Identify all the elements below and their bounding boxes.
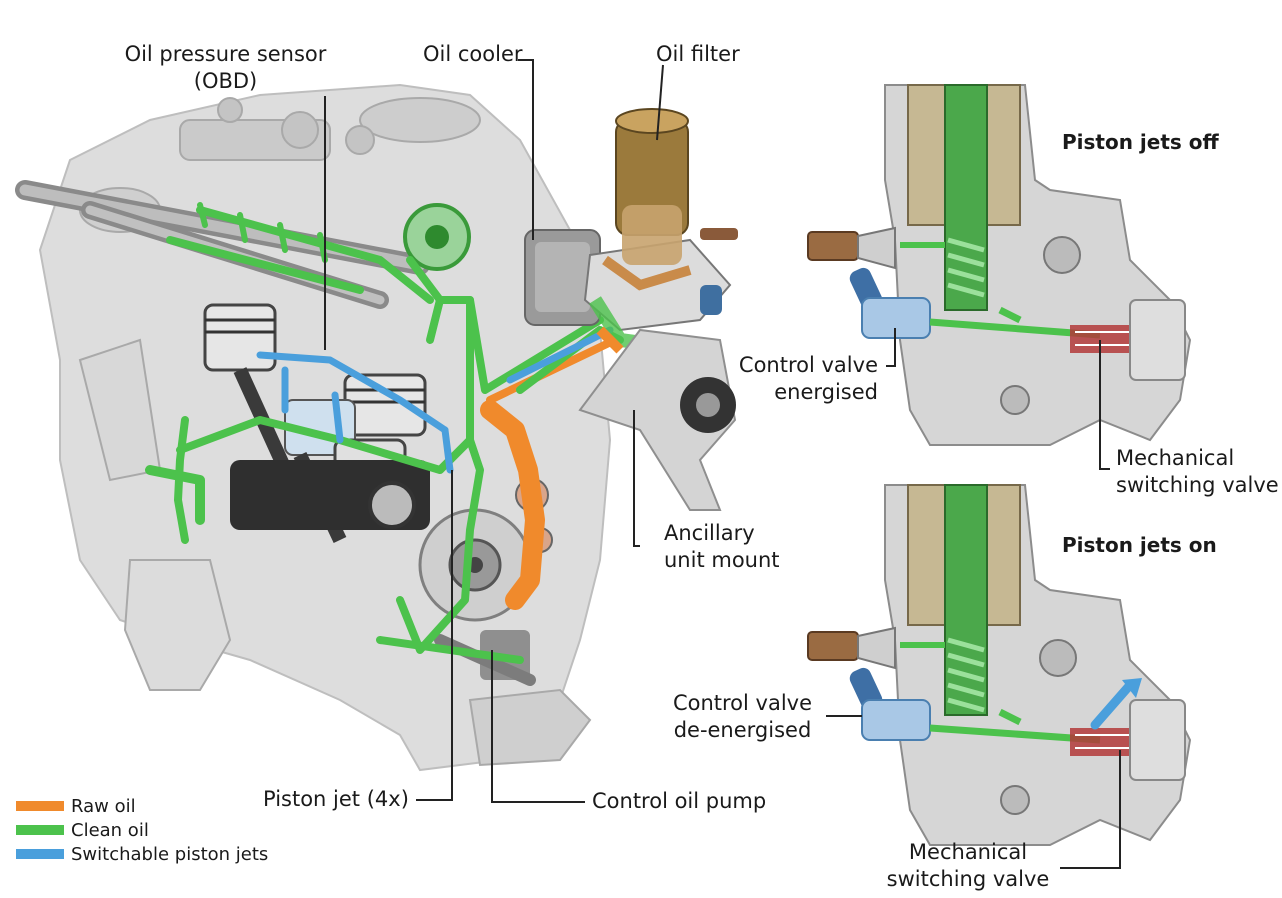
legend-item-raw-oil: Raw oil [16,795,136,817]
heading-piston-jets-off: Piston jets off [1062,130,1219,154]
label-piston-jet: Piston jet (4x) [263,787,409,811]
label-mech-valve-top-line1: Mechanical [1116,446,1235,470]
label-ancillary-line2: unit mount [664,548,780,572]
label-mech-valve-bottom-line1: Mechanical [908,840,1028,864]
detail-jets-on [807,484,1192,846]
legend-item-clean-oil: Clean oil [16,819,149,841]
label-control-oil-pump: Control oil pump [592,789,767,813]
legend-item-switchable-jets: Switchable piston jets [16,843,269,865]
label-oil-pressure-sensor-line1: Oil pressure sensor [124,42,327,66]
label-mechanical-switching-valve-top: Mechanical switching valve [1112,445,1280,499]
label-control-valve-energised: Control valve energised [720,352,878,406]
oil-filter [583,108,738,354]
legend-swatch-switchable-jets [16,849,64,859]
label-oil-pressure-sensor-line2: (OBD) [193,69,258,93]
label-mechanical-switching-valve-bottom: Mechanical switching valve [878,839,1058,893]
legend-label-switchable-jets: Switchable piston jets [71,843,269,865]
label-control-valve-energised-line1: Control valve [738,353,878,377]
label-control-valve-energised-line2: energised [774,380,878,404]
legend-label-raw-oil: Raw oil [71,795,136,817]
switchable-jets-path [256,326,614,474]
legend-swatch-clean-oil [16,825,64,835]
detail-jets-off [807,84,1192,446]
label-oil-cooler: Oil cooler [423,42,523,66]
label-mech-valve-bottom-line2: switching valve [886,867,1050,891]
clean-oil-gallery [145,202,624,664]
legend-label-clean-oil: Clean oil [71,819,149,841]
label-oil-pressure-sensor: Oil pressure sensor (OBD) [108,41,343,95]
label-mech-valve-top-line2: switching valve [1116,473,1279,497]
oil-cooler [524,229,601,326]
label-control-valve-deenergised: Control valve de-energised [665,690,820,744]
label-oil-filter: Oil filter [656,42,740,66]
label-control-valve-deenergised-line2: de-energised [673,718,812,742]
label-control-valve-deenergised-line1: Control valve [672,691,813,715]
legend-swatch-raw-oil [16,801,64,811]
leader-lines [324,59,1121,869]
label-ancillary-unit-mount: Ancillary unit mount [664,520,780,574]
label-ancillary-line1: Ancillary [664,521,755,545]
heading-piston-jets-on: Piston jets on [1062,533,1217,557]
ancillary-unit-mount [578,285,737,511]
